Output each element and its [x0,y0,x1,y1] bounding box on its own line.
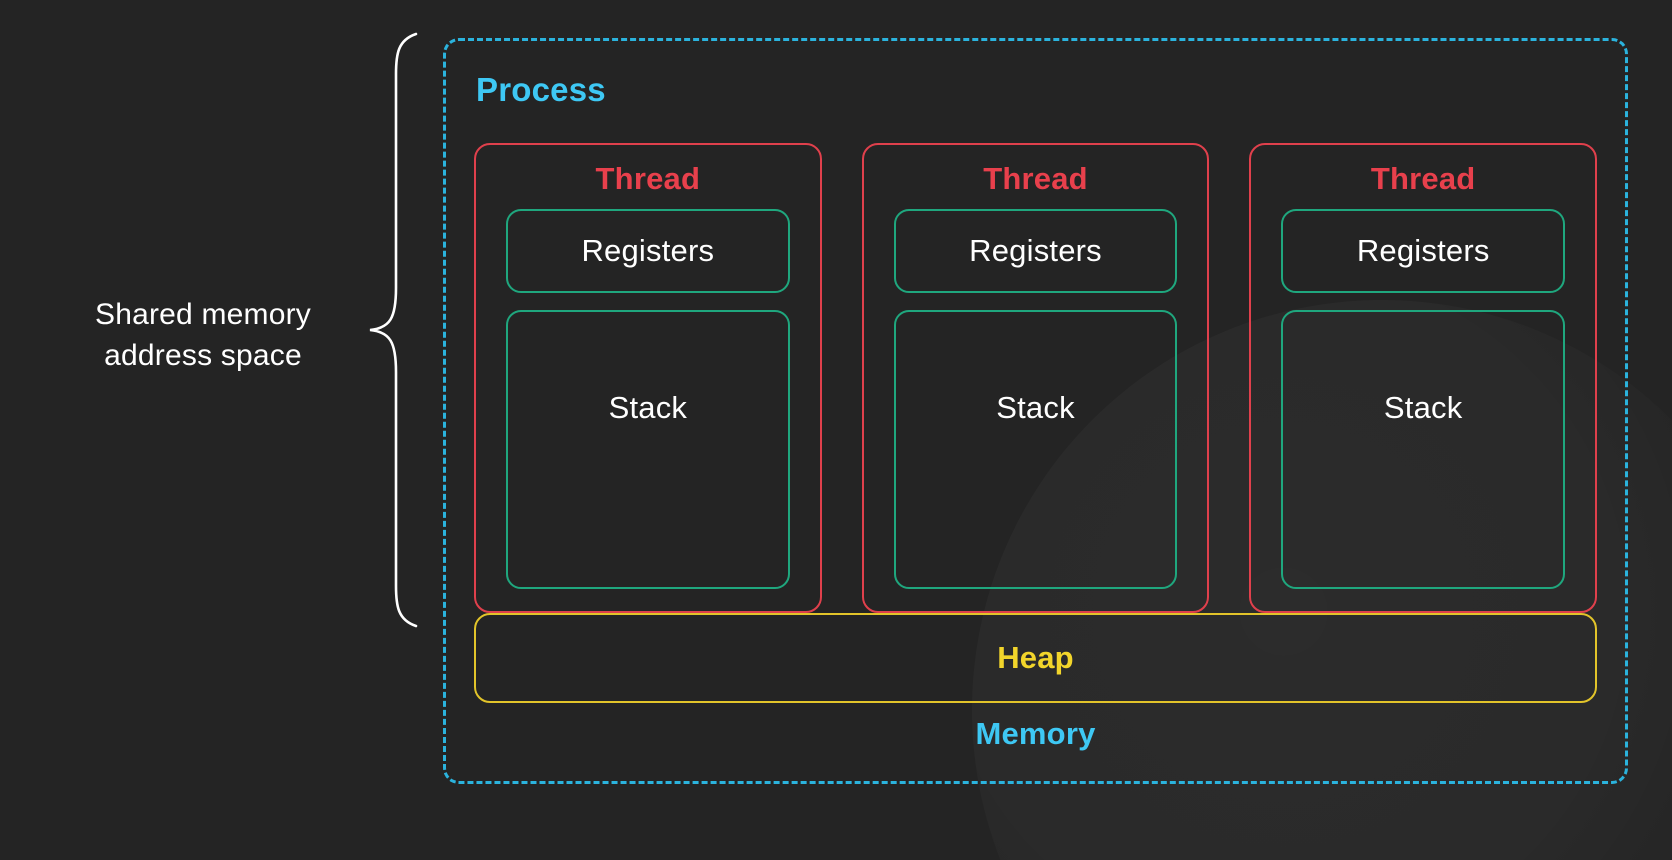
stack-box: Stack [506,310,790,589]
stack-box: Stack [893,310,1178,589]
registers-label: Registers [1356,233,1490,268]
threads-row: Thread Registers Stack Thread Registers … [474,143,1598,613]
registers-box: Registers [1281,209,1566,293]
curly-brace-icon [369,32,418,628]
shared-memory-annotation-label: Shared memory address space [94,298,311,372]
registers-label: Registers [969,233,1102,268]
registers-label: Registers [581,233,715,268]
thread-box: Thread Registers Stack [1249,143,1598,613]
stack-label: Stack [608,390,688,425]
thread-box: Thread Registers Stack [861,143,1210,613]
process-label: Process [476,71,606,108]
stack-label: Stack [996,390,1075,425]
stack-box: Stack [1281,310,1566,589]
registers-box: Registers [893,209,1178,293]
thread-box: Thread Registers Stack [474,143,822,613]
stack-label: Stack [1383,390,1463,425]
registers-box: Registers [506,209,790,293]
heap-box: Heap [474,613,1597,703]
memory-label: Memory [975,716,1096,751]
thread-label: Thread [595,161,701,196]
thread-label: Thread [983,161,1088,196]
heap-label: Heap [997,640,1074,675]
thread-label: Thread [1370,161,1476,196]
process-container: Process Thread Registers Stack Thread Re… [443,38,1628,784]
